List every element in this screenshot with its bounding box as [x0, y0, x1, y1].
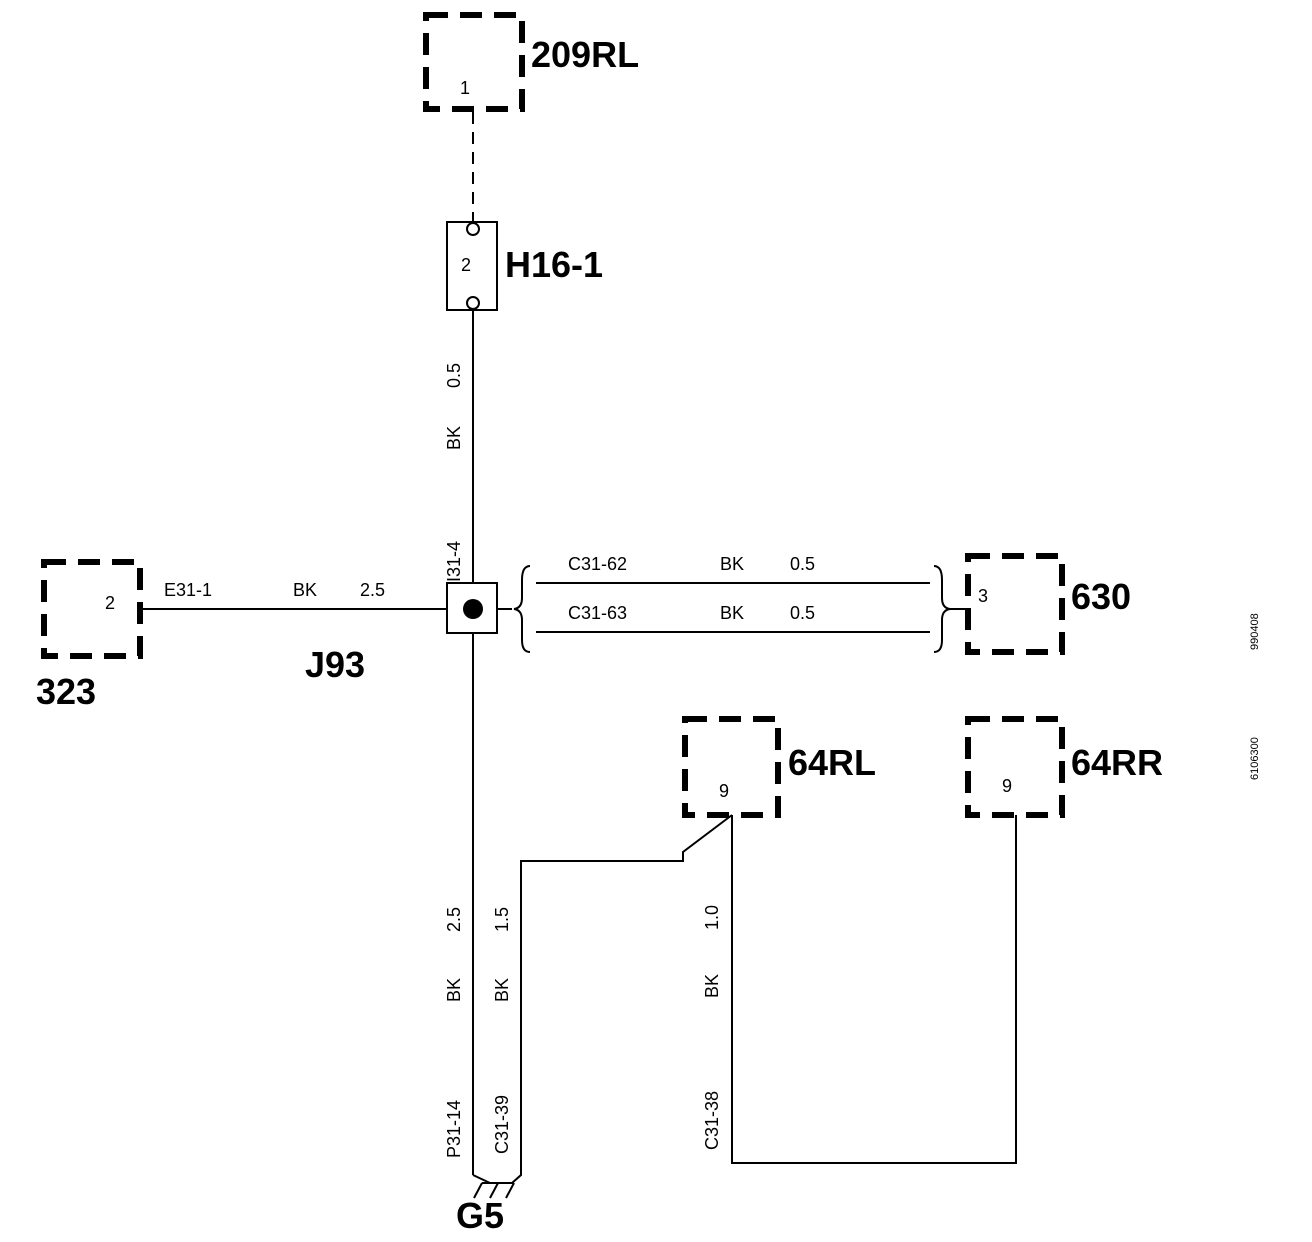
component-323-label: 323: [36, 671, 96, 712]
top-wire-color: BK: [444, 426, 464, 450]
left-wire-color: BK: [293, 580, 317, 600]
component-64rl-box: [682, 716, 781, 818]
ground-g5-label: G5: [456, 1195, 504, 1236]
connector-h16-bottom-pin: [466, 296, 480, 310]
splice-j93-dot: [463, 599, 483, 619]
connector-h16-top-pin: [466, 222, 480, 236]
wire-p31-14-color: BK: [444, 978, 464, 1002]
wire-c31-39-size: 1.5: [492, 907, 512, 932]
component-64rr-label: 64RR: [1071, 742, 1163, 783]
component-630-box: [965, 553, 1065, 655]
side-code-2: 6106300: [1249, 737, 1261, 780]
component-323-box: [41, 559, 143, 659]
side-code-1: 990408: [1249, 613, 1261, 650]
component-209rl-pin: 1: [460, 78, 470, 98]
wire-c31-38-id: C31-38: [702, 1091, 722, 1150]
wire-c31-38: [731, 815, 1017, 1164]
wire-c31-38-size: 1.0: [702, 905, 722, 930]
wire-c31-62-size: 0.5: [790, 554, 815, 574]
left-wire-size: 2.5: [360, 580, 385, 600]
wire-c31-62-color: BK: [720, 554, 744, 574]
wire-c31-62-id: C31-62: [568, 554, 627, 574]
left-wire-id: E31-1: [164, 580, 212, 600]
trunk-converge: [472, 1174, 491, 1184]
wire-c31-63-size: 0.5: [790, 603, 815, 623]
component-64rr-box: [965, 716, 1065, 818]
wire-p31-14-id: P31-14: [444, 1100, 464, 1158]
component-630-pin: 3: [978, 586, 988, 606]
component-209rl-box: [423, 12, 525, 112]
splice-j93-label: J93: [305, 644, 365, 685]
wire-c31-63-color: BK: [720, 603, 744, 623]
wire-c31-39: [511, 814, 733, 1184]
bundle-brace-left: [513, 565, 531, 653]
component-64rl-label: 64RL: [788, 742, 876, 783]
wire-c31-39-color: BK: [492, 978, 512, 1002]
wire-c31-38-color: BK: [702, 974, 722, 998]
wire-c31-39-id: C31-39: [492, 1095, 512, 1154]
component-209rl-label: 209RL: [531, 34, 639, 75]
component-64rl-pin: 9: [719, 781, 729, 801]
component-323-pin: 2: [105, 593, 115, 613]
wire-c31-63-id: C31-63: [568, 603, 627, 623]
splice-id: I31-4: [444, 541, 464, 582]
top-wire-size: 0.5: [444, 363, 464, 388]
component-630-label: 630: [1071, 576, 1131, 617]
wire-p31-14-size: 2.5: [444, 907, 464, 932]
component-64rr-pin: 9: [1002, 776, 1012, 796]
connector-h16-label: H16-1: [505, 244, 603, 285]
ground-g5-icon: [473, 1182, 515, 1199]
bundle-brace-right: [933, 565, 951, 653]
connector-h16-pin: 2: [461, 255, 471, 275]
